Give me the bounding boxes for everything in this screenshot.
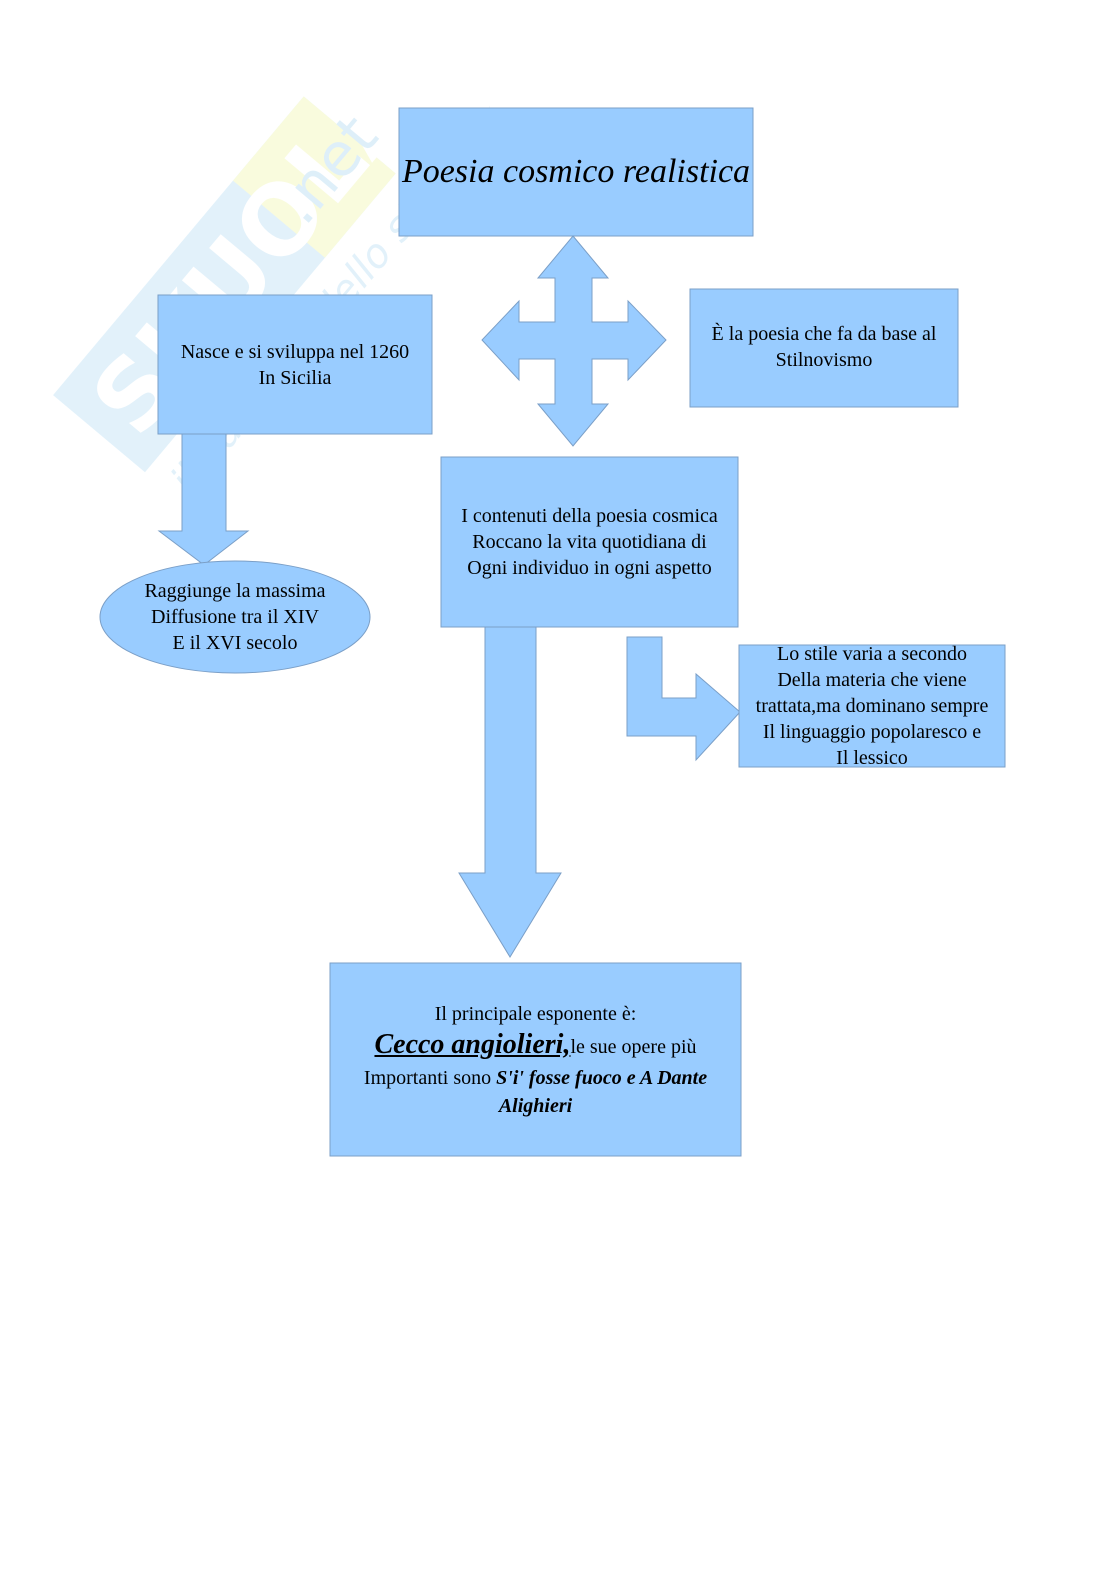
down-arrow-origin-icon — [157, 433, 250, 566]
contents-line: Roccano la vita quotidiana di — [472, 531, 707, 553]
exponent-works-line: Importanti sono S'i' fosse fuoco e A Dan… — [364, 1064, 707, 1092]
contents-node: I contenuti della poesia cosmica Roccano… — [441, 457, 738, 627]
origin-box — [157, 294, 433, 435]
exponent-name-line: Cecco angiolieri,le sue opere più — [364, 1028, 707, 1064]
down-arrow-main-icon — [458, 626, 562, 958]
diffusion-node: Raggiunge la massima Diffusione tra il X… — [100, 561, 370, 673]
title-node: Poesia cosmico realistica — [399, 108, 753, 236]
exponent-node: Il principale esponente è: Cecco angioli… — [330, 963, 741, 1156]
origin-line: Nasce e si sviluppa nel 1260 — [180, 340, 410, 363]
style-line: trattata,ma dominano sempre — [755, 695, 989, 717]
exponent-works-title: S'i' fosse fuoco e A Dante — [496, 1066, 708, 1089]
contents-line: Ogni individuo in ogni aspetto — [467, 557, 712, 579]
four-way-arrow-icon — [481, 235, 667, 447]
bent-arrow-icon — [626, 636, 741, 762]
exponent-after-name: le sue opere più — [570, 1035, 697, 1058]
contents-line: I contenuti della poesia cosmica — [461, 505, 718, 527]
style-line: Il linguaggio popolaresco e — [762, 721, 982, 743]
style-box — [738, 644, 1006, 768]
style-line: Della materia che viene — [777, 669, 967, 691]
exponent-works-title-cont: Alighieri — [498, 1094, 573, 1117]
style-line: Il lessico — [836, 747, 908, 769]
style-line: Lo stile varia a secondo — [777, 643, 967, 665]
diffusion-line: Diffusione tra il XIV — [151, 606, 319, 628]
base-line: Stilnovismo — [775, 349, 873, 371]
base-box — [689, 288, 959, 408]
base-node: È la poesia che fa da base al Stilnovism… — [690, 289, 958, 407]
diffusion-line: E il XVI secolo — [172, 632, 298, 654]
diffusion-ellipse — [99, 560, 371, 674]
style-node: Lo stile varia a secondo Della materia c… — [737, 643, 1007, 769]
origin-line: In Sicilia — [258, 366, 332, 389]
title-box — [398, 107, 754, 237]
exponent-name: Cecco angiolieri, — [374, 1028, 571, 1060]
exponent-box — [329, 962, 742, 1157]
base-line: È la poesia che fa da base al — [711, 323, 937, 345]
contents-box — [440, 456, 739, 628]
origin-node: Nasce e si sviluppa nel 1260 In Sicilia — [158, 295, 432, 434]
exponent-intro: Il principale esponente è: — [434, 1002, 637, 1025]
exponent-works-prefix: Importanti sono — [363, 1066, 497, 1089]
diffusion-line: Raggiunge la massima — [144, 580, 326, 602]
title-label: Poesia cosmico realistica — [401, 153, 751, 190]
